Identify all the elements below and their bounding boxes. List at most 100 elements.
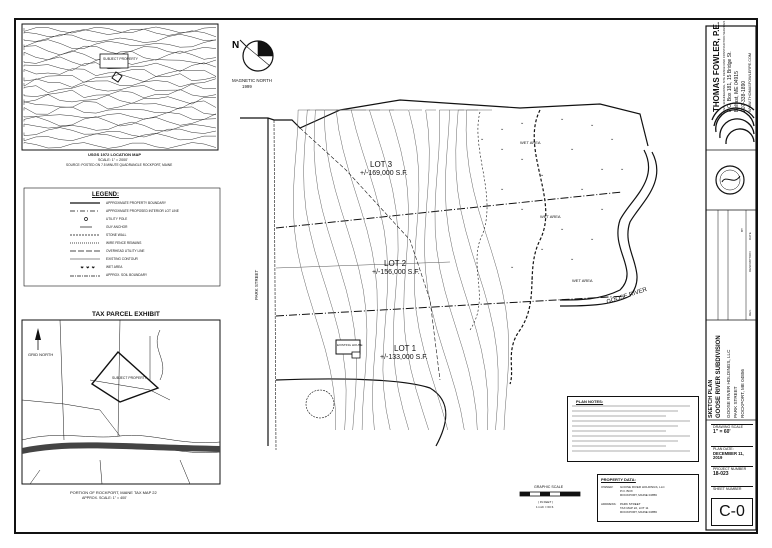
- stream-and-wet-area: [469, 109, 547, 385]
- legend-frame: [23, 187, 221, 287]
- date-column-header: DATE: [748, 232, 752, 240]
- contour-line: [335, 109, 378, 431]
- drawing-sheet-border: [14, 18, 758, 534]
- firm-logo: [711, 102, 755, 145]
- legend-item: APPROX. SOIL BOUNDARY: [106, 273, 148, 277]
- drawing-scale-value: 1" = 60': [713, 428, 731, 435]
- overhead-utility-line: [299, 127, 441, 381]
- firm-tagline: CIVIL ENGINEERING, SITE DESIGN AND CONST…: [722, 20, 726, 112]
- firm-web: WWW.THOMASFOWLERPE.COM: [748, 52, 752, 112]
- wet-symbol: ⌄: [500, 186, 504, 192]
- owner-line-2: P.O. BOX: [620, 489, 633, 493]
- location-map-scale: SCALE: 1" = 2000': [98, 158, 128, 162]
- owner-block-line-3: ROCKPORT, ME 04856: [740, 369, 745, 418]
- topo-contour: [23, 33, 217, 43]
- legend-item: GUY ANCHOR: [106, 225, 128, 229]
- owner-block-line-1: GOOSE RIVER HOLDINGS, LLC: [726, 349, 731, 418]
- sheet-number-value: C-0: [711, 498, 753, 526]
- wet-area-label-1: WET AREA: [520, 140, 541, 145]
- address-line-2: TAX MAP 22, LOT 11: [620, 506, 649, 510]
- legend-item: APPROXIMATE PROPERTY BOUNDARY: [106, 201, 166, 205]
- magnetic-north-year: 1999: [242, 84, 252, 89]
- grid-north-arrow: [35, 328, 41, 350]
- legend-item: OVERHEAD UTILITY LINE: [106, 249, 145, 253]
- wet-symbol: ⌄: [500, 146, 504, 152]
- wet-symbol: ⌄: [530, 276, 534, 282]
- tax-parcel-title: TAX PARCEL EXHIBIT: [92, 311, 160, 318]
- contour-line: [350, 109, 391, 431]
- lot1-area: +/-133,000 S.F.: [380, 354, 428, 361]
- wet-symbol: ⌄: [600, 166, 604, 172]
- by-column-header: BY: [740, 227, 744, 232]
- firm-name: THOMAS FOWLER, P.E.: [712, 21, 721, 112]
- wet-symbol: ⌄: [600, 206, 604, 212]
- legend-item: EXISTING CONTOUR: [106, 257, 138, 261]
- goose-river-banks: [559, 149, 658, 307]
- wet-symbol: ⌄: [620, 166, 624, 172]
- topo-contour: [23, 45, 217, 56]
- address-line-3: ROCKPORT, MAINE 04856: [620, 510, 657, 514]
- description-column-header: DESCRIPTION: [748, 251, 752, 272]
- sheet-number-label: SHEET NUMBER: [713, 487, 742, 491]
- engineer-seal: [715, 165, 745, 195]
- svg-text:N: N: [232, 40, 239, 51]
- topo-contour: [23, 78, 217, 88]
- address-label: ADDRESS:: [601, 502, 617, 506]
- project-title: GOOSE RIVER SUBDIVISION: [716, 335, 722, 418]
- rev-column-header: REV.: [748, 309, 752, 316]
- owner-line-3: ROCKPORT, MAINE 04856: [620, 493, 657, 497]
- legend-title: LEGEND:: [92, 192, 119, 198]
- project-number-label: PROJECT NUMBER: [713, 467, 747, 471]
- existing-contours: [293, 109, 509, 431]
- graphic-scale-title: GRAPHIC SCALE: [534, 485, 564, 489]
- address-line-1: PARK STREET: [620, 502, 641, 506]
- wet-symbol: ⌄: [610, 136, 614, 142]
- firm-phone: 207-338-1890: [741, 80, 747, 112]
- plan-notes-lines: [572, 405, 690, 452]
- topo-contour: [23, 112, 217, 120]
- wet-symbol: ⌄: [560, 226, 564, 232]
- north-arrow-symbol: N: [232, 39, 274, 72]
- drawing-scale-cell: DRAWING SCALE 1" = 60': [711, 424, 753, 444]
- wet-area-label-2: WET AREA: [540, 214, 561, 219]
- property-data-box: PROPERTY DATA: OWNER: GOOSE RIVER HOLDIN…: [597, 474, 699, 522]
- graphic-scale-unit: ( IN FEET ): [538, 500, 554, 504]
- contour-line: [408, 109, 449, 431]
- subject-site-outline: [111, 71, 123, 83]
- graphic-scale-bar: [519, 491, 581, 497]
- grid-north-label: GRID NORTH: [28, 352, 54, 357]
- topo-contour: [23, 83, 217, 93]
- plan-date-value: DECEMBER 11, 2019: [713, 450, 744, 460]
- topo-contour: [23, 133, 216, 142]
- wet-symbol: ⌄: [560, 116, 564, 122]
- house-ell: [351, 351, 361, 359]
- usgs-location-map: [21, 23, 219, 151]
- contour-line: [369, 109, 410, 431]
- contour-line: [313, 109, 357, 431]
- legend-item: UTILITY POLE: [106, 217, 128, 221]
- tax-subject-parcel: [90, 350, 160, 403]
- location-map-source: SOURCE: POSTED ON 7.5 MINUTE QUADRANGLE …: [66, 163, 173, 167]
- topo-contour: [23, 94, 217, 105]
- wet-symbol: ⌄: [580, 186, 584, 192]
- firm-address-2: Belfast, ME 04915: [734, 71, 740, 112]
- graphic-scale-inch: 1 inch = 60 ft.: [536, 505, 555, 509]
- contour-line: [324, 109, 368, 431]
- wet-symbol: ⌄: [520, 206, 524, 212]
- drawing-scale-label: DRAWING SCALE: [713, 425, 744, 429]
- topo-contour: [23, 26, 217, 34]
- legend-item: WIRE FENCE REMAINS: [106, 241, 142, 245]
- wet-symbol: ⌄: [570, 256, 574, 262]
- property-data-title: PROPERTY DATA:: [601, 477, 636, 482]
- wet-symbol: ⌄: [520, 156, 524, 162]
- project-number-value: 18-023: [713, 470, 729, 477]
- subject-property-label: SUBJECT PROPERTY: [103, 57, 138, 61]
- lot2-label: LOT 2: [384, 259, 407, 268]
- topo-contour: [23, 121, 217, 132]
- contour-line: [434, 109, 478, 431]
- contour-line: [424, 109, 465, 431]
- existing-house: [335, 339, 361, 355]
- topo-contour: [23, 89, 217, 99]
- topo-contour: [23, 142, 217, 149]
